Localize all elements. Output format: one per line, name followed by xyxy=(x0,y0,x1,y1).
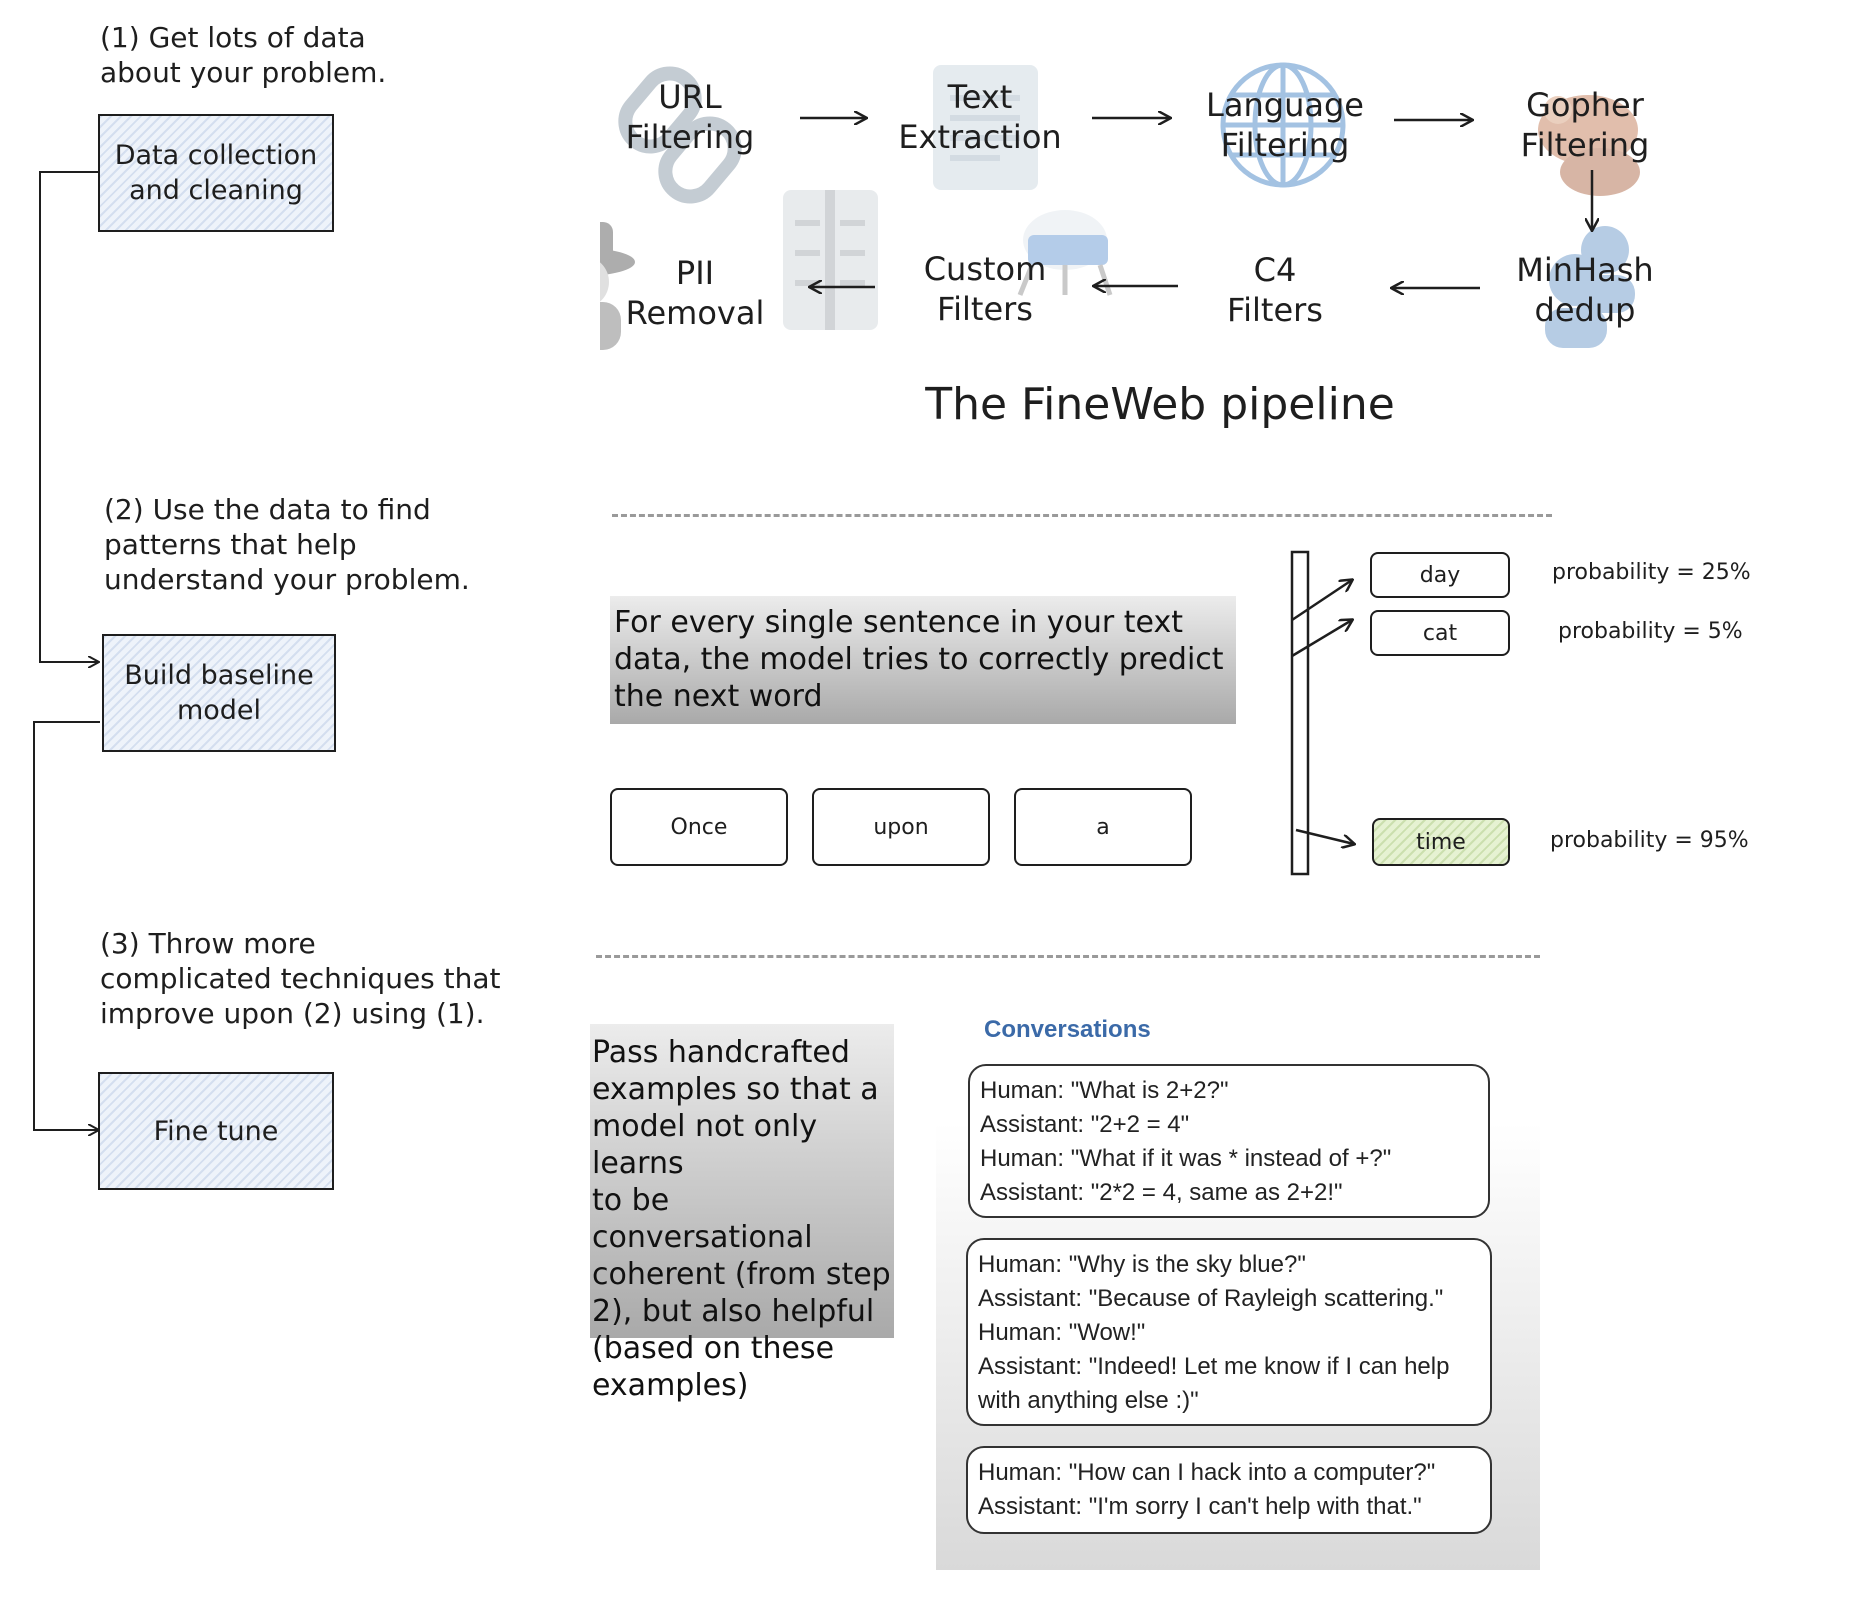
candidate-cat: cat xyxy=(1370,610,1510,656)
people-icon xyxy=(1545,226,1635,348)
section-divider-2 xyxy=(596,955,1540,958)
step3-note: (3) Throw more complicated techniques th… xyxy=(100,927,501,1030)
conversation-card-2: Human: "Why is the sky blue?" Assistant:… xyxy=(966,1238,1492,1426)
conversations-title: Conversations xyxy=(984,1016,1151,1043)
conversation-line: with anything else :)" xyxy=(978,1387,1199,1414)
conversation-card-1: Human: "What is 2+2?" Assistant: "2+2 = … xyxy=(968,1064,1490,1218)
token-a: a xyxy=(1014,788,1192,866)
lab-icon xyxy=(1017,210,1113,296)
step2-note: (2) Use the data to find patterns that h… xyxy=(104,493,470,596)
globe-icon xyxy=(1220,62,1346,188)
stage-minhash-dedup: MinHash dedup xyxy=(1516,251,1654,329)
conversation-line: Assistant: "I'm sorry I can't help with … xyxy=(978,1493,1422,1520)
token-once: Once xyxy=(610,788,788,866)
conversation-line: Assistant: "Because of Rayleigh scatteri… xyxy=(978,1285,1444,1312)
probability-cat: probability = 5% xyxy=(1558,619,1743,644)
section-divider-1 xyxy=(612,514,1552,517)
step1-note: (1) Get lots of data about your problem. xyxy=(100,21,387,89)
probability-time: probability = 95% xyxy=(1550,828,1749,853)
conversation-line: Human: "What is 2+2?" xyxy=(980,1077,1229,1104)
conversation-card-3: Human: "How can I hack into a computer?"… xyxy=(966,1446,1492,1534)
conversation-line: Assistant: "2+2 = 4" xyxy=(980,1111,1190,1138)
token-upon: upon xyxy=(812,788,990,866)
conversation-line: Human: "What if it was * instead of +?" xyxy=(980,1145,1392,1172)
document-icon xyxy=(933,65,1038,190)
conversation-line: Human: "Wow!" xyxy=(978,1319,1146,1346)
candidate-day: day xyxy=(1370,552,1510,598)
pipeline-graphics xyxy=(600,62,1640,350)
stage-url-filtering: URL Filtering xyxy=(625,78,755,156)
stage-text-extraction: Text Extraction xyxy=(898,78,1062,156)
prediction-description: For every single sentence in your text d… xyxy=(610,596,1236,724)
gopher-icon xyxy=(1538,95,1640,196)
candidate-time: time xyxy=(1372,818,1510,866)
conversation-line: Assistant: "Indeed! Let me know if I can… xyxy=(978,1353,1450,1380)
link-icon xyxy=(618,66,742,204)
finetune-description: Pass handcrafted examples so that a mode… xyxy=(590,1024,894,1403)
baseline-model-box: Build baseline model xyxy=(102,634,336,752)
fine-tune-box: Fine tune xyxy=(98,1072,334,1190)
conversation-line: Human: "Why is the sky blue?" xyxy=(978,1251,1306,1278)
stage-language-filtering: Language Filtering xyxy=(1206,86,1364,164)
detective-icon xyxy=(600,222,635,350)
pipeline-title: The FineWeb pipeline xyxy=(925,379,1395,430)
stage-gopher-filtering: Gopher Filtering xyxy=(1520,86,1650,164)
stage-custom-filters: Custom Filters xyxy=(923,250,1047,328)
model-bar-arrows xyxy=(1290,550,1400,876)
stage-pii-removal: PII Removal xyxy=(625,254,765,332)
conversation-line: Human: "How can I hack into a computer?" xyxy=(978,1459,1436,1486)
filter-sheet-icon xyxy=(783,190,878,330)
process-connector-lines xyxy=(33,171,100,1220)
probability-day: probability = 25% xyxy=(1552,560,1751,585)
data-collection-box: Data collection and cleaning xyxy=(98,114,334,232)
stage-c4-filters: C4 Filters xyxy=(1227,251,1323,329)
conversation-line: Assistant: "2*2 = 4, same as 2+2!" xyxy=(980,1179,1343,1206)
